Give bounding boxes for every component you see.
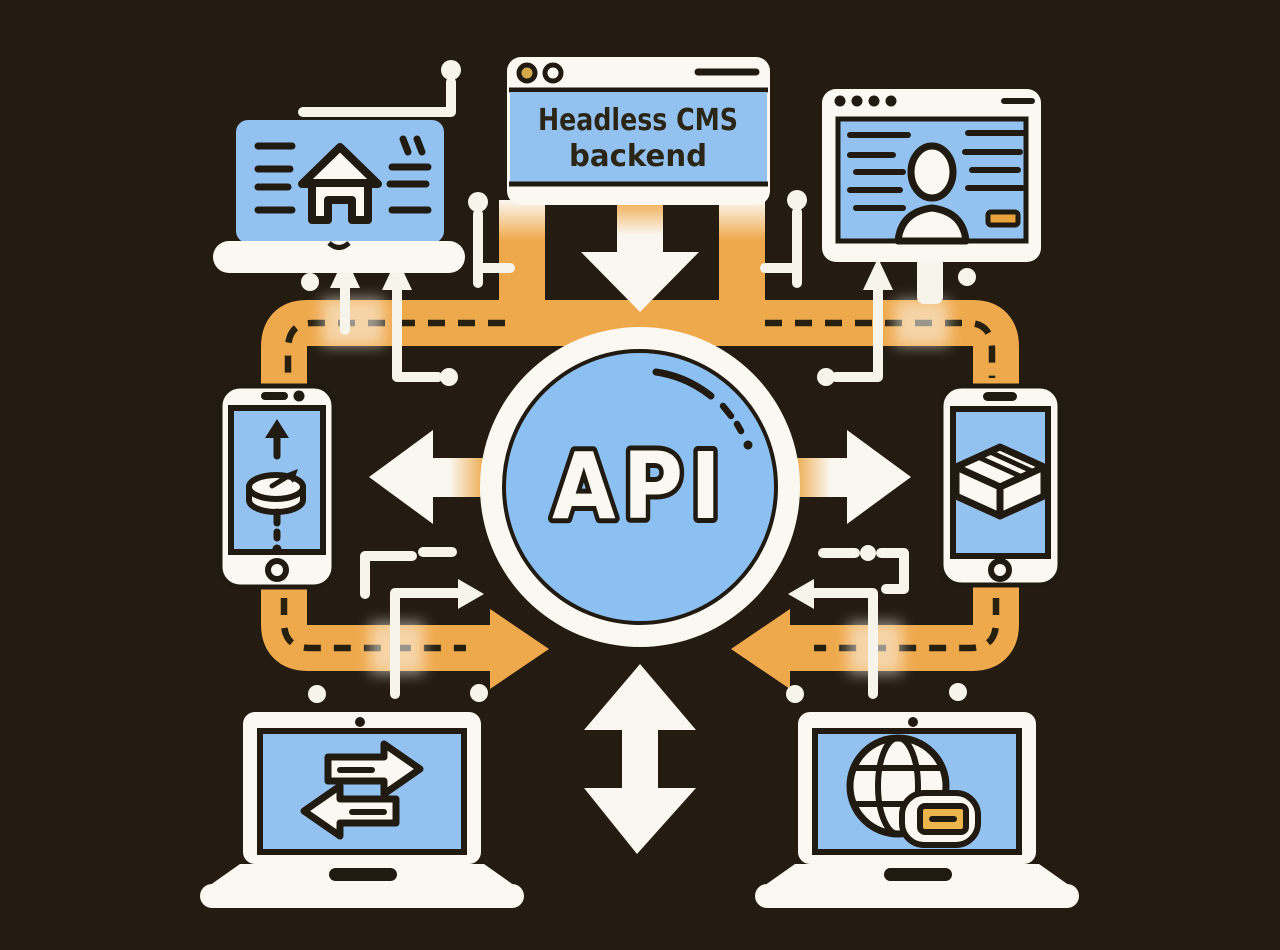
database-disc-icon bbox=[246, 419, 306, 554]
phone-database bbox=[217, 383, 337, 590]
pipe-top-gradient-caps bbox=[499, 200, 765, 240]
api-hub-disc bbox=[502, 349, 778, 625]
base-notch bbox=[327, 241, 351, 250]
connector-cms-left bbox=[473, 209, 515, 288]
laptop-base bbox=[213, 241, 465, 273]
circuit-dots bbox=[301, 60, 976, 703]
phone-package bbox=[938, 383, 1063, 588]
arrow-cms-to-api bbox=[581, 200, 699, 312]
speaker-icon bbox=[983, 392, 1017, 401]
api-hub-accent-arc bbox=[652, 368, 753, 450]
package-box-icon bbox=[952, 443, 1048, 520]
connector-up-arrow-3 bbox=[831, 281, 883, 382]
connector-top-left bbox=[298, 77, 456, 117]
window-dots-icon bbox=[834, 95, 897, 107]
connector-cms-right bbox=[760, 207, 802, 288]
connector-left-arrow bbox=[807, 588, 878, 699]
speaker-icon bbox=[261, 392, 288, 400]
laptop-transfer bbox=[200, 712, 524, 908]
pipe-top-left bbox=[261, 300, 660, 392]
connector-right-arrow bbox=[390, 588, 465, 699]
pipe-arrowhead-left bbox=[731, 609, 790, 689]
screen-text-lines bbox=[254, 135, 432, 214]
arrow-api-to-right bbox=[794, 430, 911, 524]
home-button bbox=[265, 558, 289, 582]
laptop-base-front bbox=[755, 884, 1079, 908]
connector-up-arrow-2 bbox=[392, 281, 443, 382]
home-icon bbox=[298, 143, 382, 224]
pipe-arrowhead-right bbox=[490, 609, 549, 689]
cms-window-content bbox=[510, 92, 767, 184]
connector-bar bbox=[917, 256, 943, 304]
browser-profile bbox=[822, 89, 1041, 262]
laptop-website bbox=[213, 120, 465, 273]
laptop-globe bbox=[755, 712, 1079, 908]
pipe-top-right bbox=[620, 300, 1019, 392]
home-button bbox=[988, 558, 1012, 582]
cms-title-line2: backend bbox=[569, 139, 707, 174]
cms-backend-window: Headless CMS backend bbox=[507, 57, 770, 205]
transfer-arrows-icon bbox=[300, 740, 424, 840]
profile-text-lines bbox=[847, 130, 1027, 211]
user-icon bbox=[894, 142, 970, 245]
camera-dot-icon bbox=[355, 717, 365, 727]
camera-dot-icon bbox=[293, 390, 305, 402]
base-notch bbox=[329, 868, 397, 881]
arrow-api-to-left bbox=[369, 430, 486, 524]
circuit-connectors bbox=[298, 77, 909, 699]
cms-title-line1: Headless CMS bbox=[538, 103, 738, 138]
api-hub: API bbox=[480, 327, 800, 647]
base-notch bbox=[884, 868, 952, 881]
connector-bottom-right-bracket bbox=[818, 548, 909, 594]
laptop-base-front bbox=[200, 884, 524, 908]
window-dot-icon bbox=[516, 62, 538, 84]
camera-dot-icon bbox=[908, 717, 918, 727]
big-arrows bbox=[369, 200, 911, 854]
globe-icon bbox=[846, 734, 981, 848]
laptop-screen bbox=[257, 728, 467, 855]
api-label: API bbox=[552, 433, 728, 540]
pipe-dashed-centerlines bbox=[280, 319, 1000, 652]
orange-pipe-arrowheads bbox=[490, 609, 790, 689]
window-dot-icon bbox=[542, 62, 564, 84]
profile-button bbox=[985, 209, 1021, 228]
connector-bottom-left-bracket bbox=[360, 547, 457, 599]
arrow-api-bottom-bidirectional bbox=[584, 664, 696, 854]
